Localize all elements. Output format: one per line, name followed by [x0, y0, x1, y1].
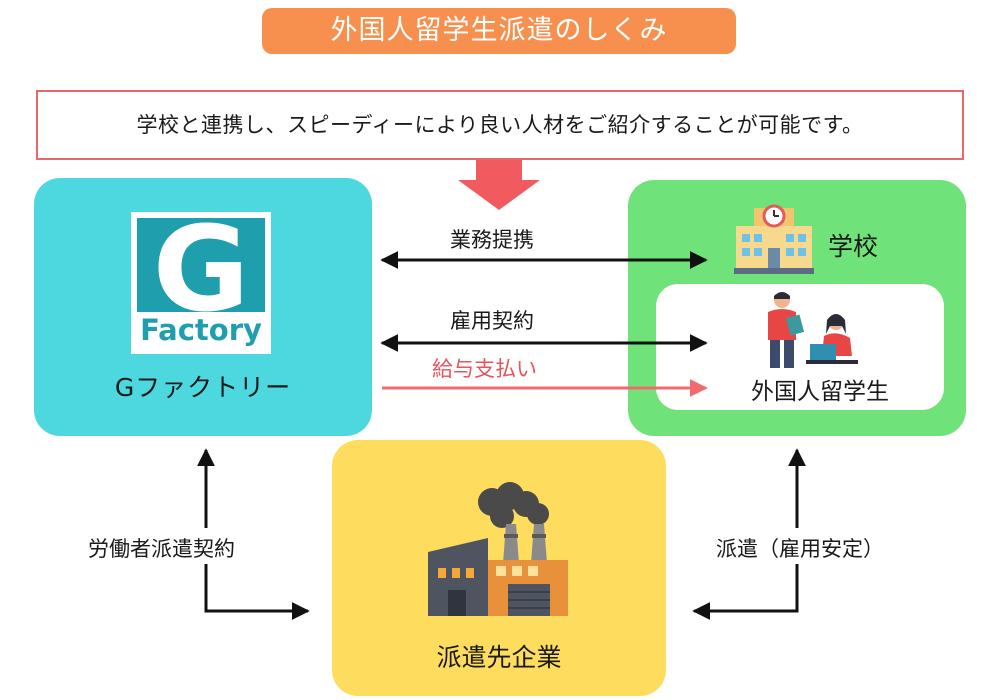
factory-icon	[428, 480, 570, 620]
dispatch-label: 派遣（雇用安定）	[716, 537, 884, 561]
client-company-label: 派遣先企業	[436, 643, 562, 672]
students-icon	[752, 290, 864, 370]
school-label: 学校	[828, 232, 879, 261]
salary-payment-label: 給与支払い	[432, 357, 537, 381]
gfactory-logo: G Factory	[131, 200, 271, 354]
students-label: 外国人留学生	[751, 379, 889, 405]
gfactory-label: Gファクトリー	[114, 373, 292, 402]
employment-contract-label: 雇用契約	[450, 309, 534, 333]
labor-dispatch-contract-label: 労働者派遣契約	[88, 537, 235, 561]
business-alliance-label: 業務提携	[450, 228, 534, 252]
intro-text: 学校と連携し、スピーディーにより良い人材をご紹介することが可能です。	[36, 90, 964, 160]
dispatch-arrow	[692, 448, 806, 620]
labor-dispatch-arrow	[197, 448, 310, 620]
down-arrow-icon	[458, 160, 540, 210]
diagram-title: 外国人留学生派遣のしくみ	[262, 8, 736, 54]
school-building-icon	[734, 200, 814, 274]
logo-wordmark: Factory	[140, 313, 262, 347]
